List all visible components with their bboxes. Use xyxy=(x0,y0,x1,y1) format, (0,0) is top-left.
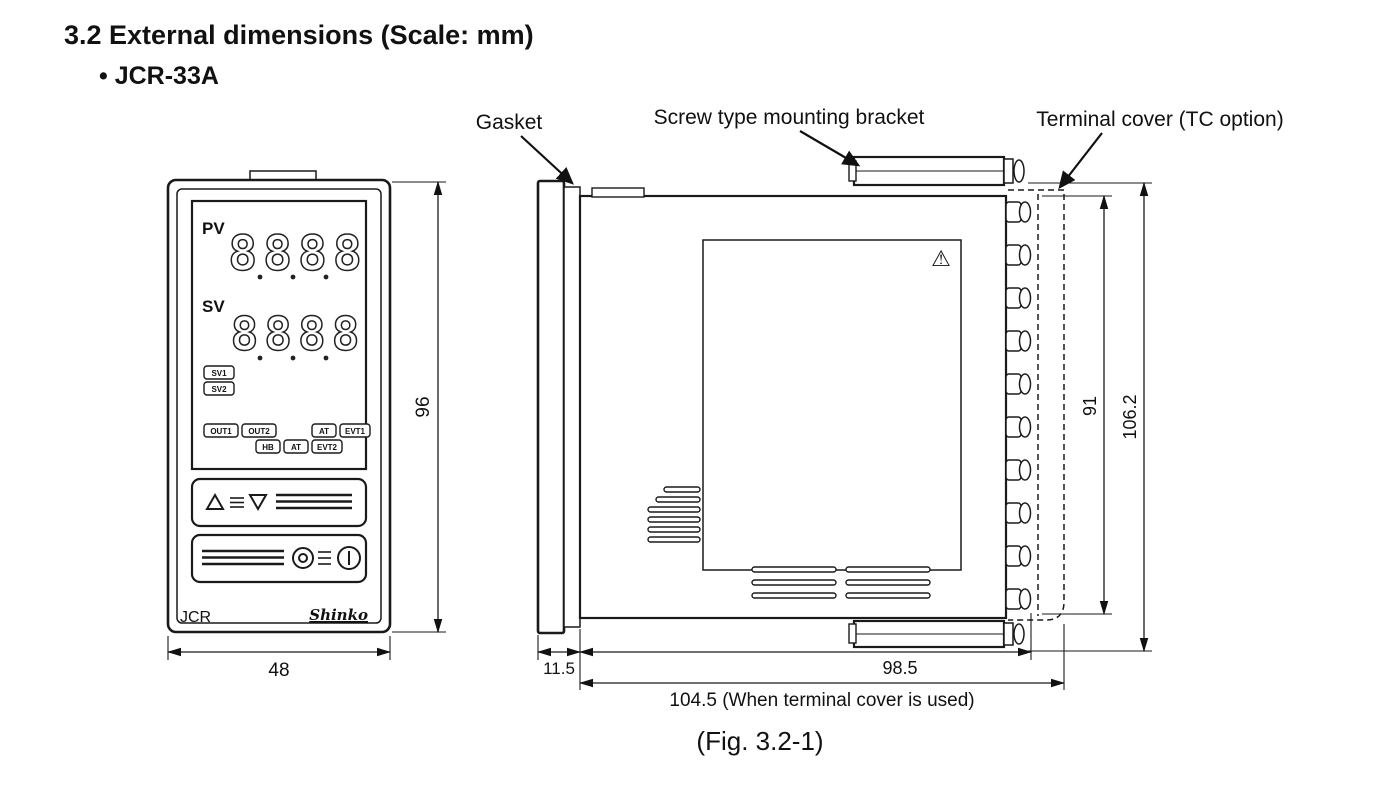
case-top-tab xyxy=(591,187,645,198)
display-window xyxy=(190,199,368,471)
dial-inner-icon xyxy=(298,553,308,563)
dimension-body-depth: 98.5 xyxy=(578,613,1033,678)
terminal-cover-label: Terminal cover (TC option) xyxy=(1036,108,1283,131)
gasket xyxy=(563,186,581,628)
gasket-label: Gasket xyxy=(476,111,543,134)
sv-decimal-dot xyxy=(290,355,296,361)
sv-decimal-dot xyxy=(257,355,263,361)
brand-label: JCR xyxy=(180,609,211,626)
mode-lines-icon xyxy=(318,551,331,565)
key-label-lines xyxy=(276,493,352,510)
indicator-evt2: EVT2 xyxy=(311,439,343,454)
pv-decimal-dot xyxy=(257,274,263,280)
key-panel-upper xyxy=(190,477,368,528)
pv-decimal-dot xyxy=(290,274,296,280)
dimension-front-width: 48 xyxy=(166,636,392,681)
svg-text:EVT2: EVT2 xyxy=(317,443,338,452)
indicator-at-2: AT xyxy=(283,439,309,454)
sv-label: SV xyxy=(202,297,225,316)
dial-icon xyxy=(292,547,314,569)
mounting-bracket-top xyxy=(848,155,1025,187)
terminal-screws xyxy=(1005,201,1032,610)
svg-text:AT: AT xyxy=(319,427,329,436)
pv-display: 8888 xyxy=(228,226,368,282)
indicator-sv2: SV2 xyxy=(203,381,235,396)
mode-lines-icon xyxy=(230,497,244,508)
front-view: PV 8888 SV 8888 SV1 SV2 OUT1 xyxy=(166,170,392,634)
vent-slots-bottom xyxy=(751,566,931,599)
front-bezel-side xyxy=(536,179,566,635)
dim-text-11-5: 11.5 xyxy=(543,659,575,678)
callout-mounting-bracket: Screw type mounting bracket xyxy=(654,106,925,167)
indicator-evt1: EVT1 xyxy=(339,423,371,438)
svg-text:OUT2: OUT2 xyxy=(248,427,270,436)
dim-text-104-5: 104.5 (When terminal cover is used) xyxy=(669,690,974,711)
figure-caption: (Fig. 3.2-1) xyxy=(696,726,823,756)
model-name: • JCR-33A xyxy=(99,62,219,90)
dimension-bezel-depth: 11.5 xyxy=(536,629,582,690)
svg-text:SV2: SV2 xyxy=(211,385,227,394)
svg-text:SV1: SV1 xyxy=(211,369,227,378)
key-label-lines xyxy=(202,549,284,566)
sv-decimal-dot xyxy=(323,355,329,361)
dimension-depth-with-cover: 104.5 (When terminal cover is used) xyxy=(578,624,1066,711)
svg-text:EVT1: EVT1 xyxy=(345,427,366,436)
front-bezel-line xyxy=(176,188,382,624)
bracket-arrow xyxy=(799,130,861,167)
indicator-at-1: AT xyxy=(311,423,337,438)
bracket-screw-head xyxy=(1013,159,1025,183)
dim-text-96: 96 xyxy=(413,396,434,417)
case-body xyxy=(578,194,1008,620)
maker-logo: Shinko xyxy=(309,606,368,624)
indicator-hb: HB xyxy=(255,439,281,454)
power-button-icon xyxy=(337,546,361,570)
dim-text-106-2: 106.2 xyxy=(1120,394,1140,439)
dimension-terminal-height: 91 xyxy=(1042,194,1112,616)
callout-gasket: Gasket xyxy=(476,111,574,185)
indicator-out1: OUT1 xyxy=(203,423,239,438)
svg-text:AT: AT xyxy=(291,443,301,452)
key-panel-lower xyxy=(190,533,368,584)
terminal-cover-arrow xyxy=(1058,132,1103,190)
down-arrow-icon xyxy=(248,494,268,512)
indicator-out2: OUT2 xyxy=(241,423,277,438)
bracket-screw-head xyxy=(1013,623,1025,645)
dim-text-91: 91 xyxy=(1080,396,1100,416)
svg-text:OUT1: OUT1 xyxy=(210,427,232,436)
bracket-label: Screw type mounting bracket xyxy=(654,106,925,129)
sv-display: 8888 xyxy=(231,307,366,361)
dim-text-98-5: 98.5 xyxy=(882,658,917,678)
indicator-sv1: SV1 xyxy=(203,365,235,380)
section-title: 3.2 External dimensions (Scale: mm) xyxy=(64,20,534,50)
pv-label: PV xyxy=(202,219,225,238)
warning-icon: ⚠ xyxy=(931,246,951,271)
up-arrow-icon xyxy=(205,492,225,510)
side-view: ⚠ xyxy=(536,155,1065,649)
dimension-front-height: 96 xyxy=(392,180,446,634)
dimension-overall-height: 106.2 xyxy=(1028,181,1152,653)
callout-terminal-cover: Terminal cover (TC option) xyxy=(1036,108,1284,190)
vent-slots-side xyxy=(647,486,701,543)
gasket-arrow xyxy=(520,135,574,185)
pv-decimal-dot xyxy=(323,274,329,280)
dim-text-48: 48 xyxy=(268,660,289,681)
mounting-bracket-bottom xyxy=(848,619,1025,649)
svg-text:HB: HB xyxy=(262,443,274,452)
